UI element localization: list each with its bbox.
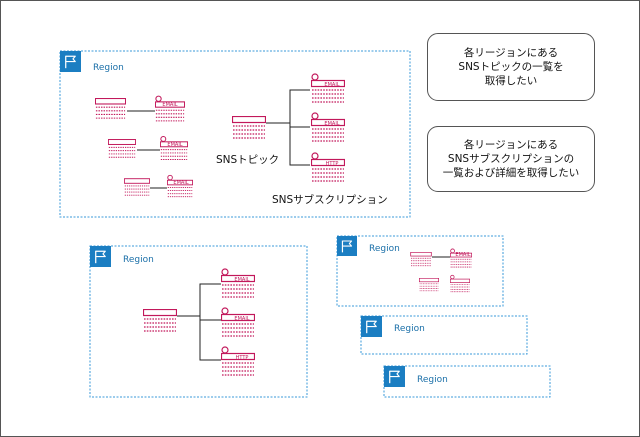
region-label: Region <box>394 324 425 334</box>
sns-topic-icon <box>95 98 126 119</box>
email-subscription-icon <box>221 307 255 337</box>
region-flag-icon <box>60 51 81 72</box>
region-4: Region <box>360 315 528 355</box>
sns-topic-icon <box>108 139 136 158</box>
email-subscription-icon <box>155 95 185 122</box>
protocol-badge: EMAIL <box>167 142 182 148</box>
protocol-badge: EMAIL <box>455 252 470 258</box>
email-subscription-icon <box>221 268 255 298</box>
callout-topics: 各リージョンにある SNSトピックの一覧を 取得したい <box>427 33 595 101</box>
region-label: Region <box>123 255 154 265</box>
http-subscription-icon <box>221 346 255 376</box>
region-3: Region EMAIL <box>336 235 504 307</box>
callout-subscriptions: 各リージョンにある SNSサブスクリプションの 一覧および詳細を取得したい <box>427 126 595 192</box>
region-1: Region EMAIL EMAIL EMAIL SNSトピック EMAIL <box>59 50 411 218</box>
email-subscription-icon <box>311 73 345 103</box>
protocol-badge: HTTP <box>326 161 339 167</box>
region-label: Region <box>417 375 448 385</box>
sns-subscription-label: SNSサブスクリプション <box>272 193 388 206</box>
sns-topic-icon <box>124 178 150 196</box>
protocol-badge: HTTP <box>236 355 249 361</box>
protocol-badge: EMAIL <box>234 277 249 283</box>
region-flag-icon <box>361 316 382 337</box>
sns-topic-icon <box>410 252 432 267</box>
protocol-badge: EMAIL <box>173 180 188 186</box>
email-subscription-icon <box>167 174 193 198</box>
region-flag-icon <box>90 246 111 267</box>
sns-topic-icon <box>419 278 439 292</box>
region-label: Region <box>369 244 400 254</box>
sns-topic-icon <box>143 309 177 332</box>
http-subscription-icon <box>311 152 345 182</box>
region-flag-icon <box>384 366 405 387</box>
region-5: Region <box>383 365 551 398</box>
sns-topic-label: SNSトピック <box>216 154 279 166</box>
protocol-badge: EMAIL <box>162 102 177 108</box>
region-flag-icon <box>337 236 357 256</box>
email-subscription-icon <box>311 112 345 142</box>
email-subscription-icon <box>160 135 188 161</box>
region-2: Region EMAIL EMAIL HTTP <box>89 245 308 398</box>
sns-topic-icon <box>232 116 266 139</box>
region-label: Region <box>93 63 124 73</box>
protocol-badge: EMAIL <box>324 121 339 127</box>
protocol-badge: EMAIL <box>234 316 249 322</box>
protocol-badge: EMAIL <box>324 82 339 88</box>
email-subscription-icon <box>450 274 470 293</box>
